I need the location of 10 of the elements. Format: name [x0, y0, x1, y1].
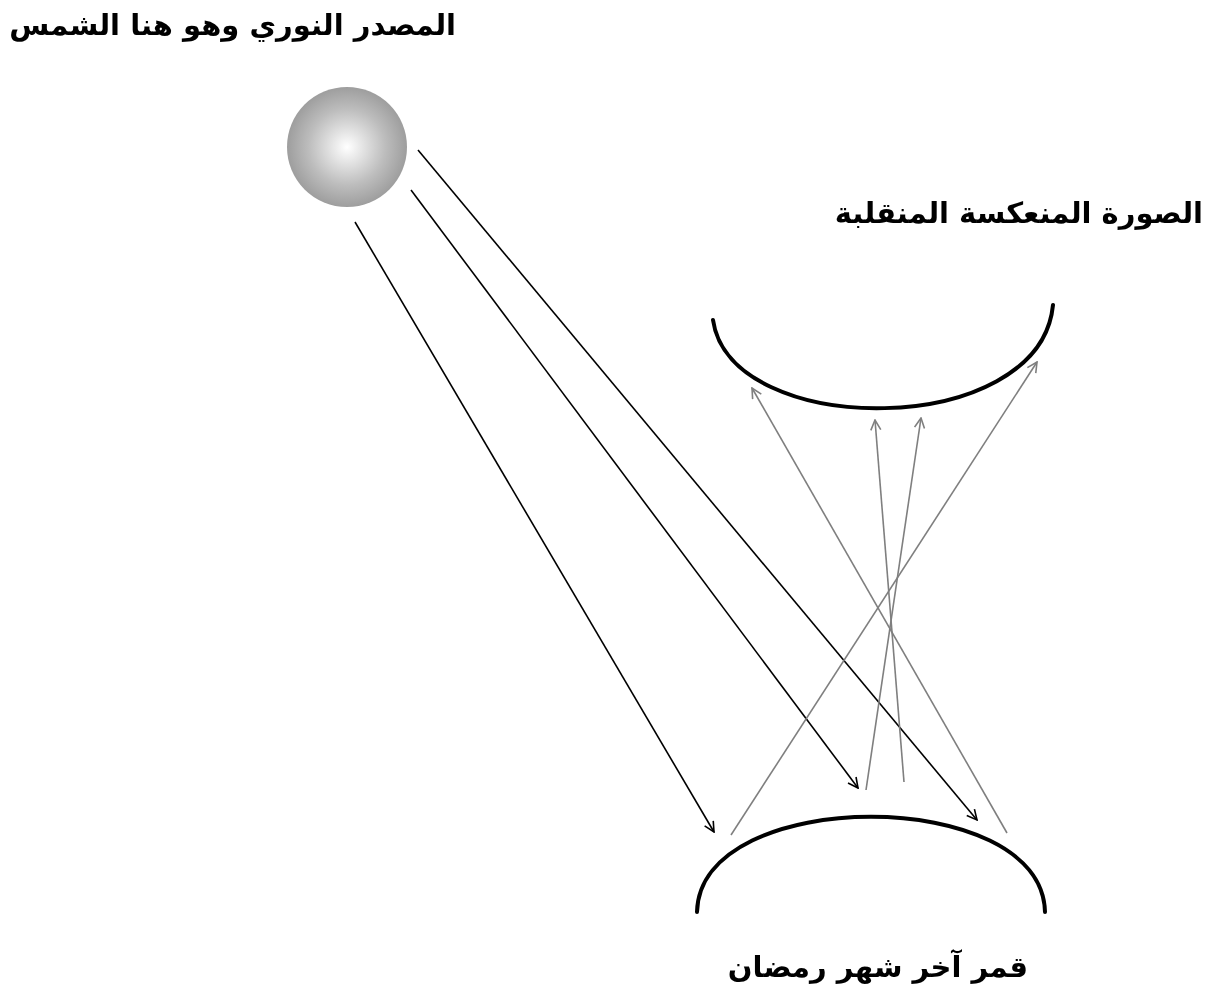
arrow	[354, 221, 715, 833]
arrow	[865, 417, 926, 791]
arrow	[870, 419, 905, 783]
arrow	[410, 189, 859, 789]
arrow	[751, 387, 1008, 834]
node-label: الصورة المنعكسة المنقلبة	[834, 195, 1203, 232]
node-label: المصدر النوري وهو هنا الشمس	[9, 7, 456, 44]
node-label: قمر آخر شهر رمضان	[727, 948, 1028, 986]
arrow	[417, 149, 978, 821]
arrow	[730, 361, 1038, 836]
